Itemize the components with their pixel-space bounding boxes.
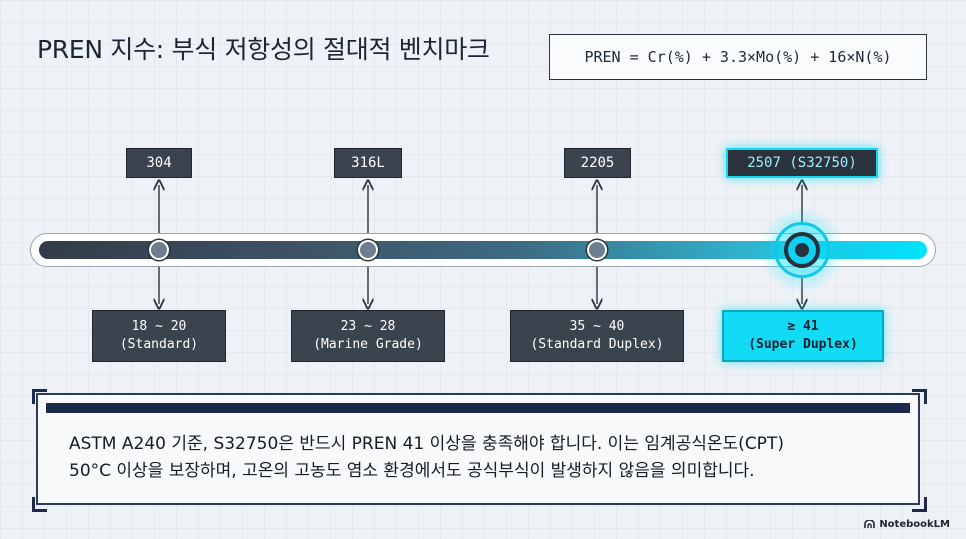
range-value: ≥ 41	[787, 319, 819, 334]
range-value: 23 ~ 28	[340, 319, 396, 334]
note-panel: ASTM A240 기준, S32750은 반드시 PREN 41 이상을 충족…	[36, 393, 920, 505]
range-category: (Marine Grade)	[313, 337, 423, 352]
grade-label-304: 304	[126, 148, 192, 178]
notebooklm-logo-icon	[864, 520, 876, 528]
timeline-node-316l	[358, 240, 378, 260]
note-line-1: ASTM A240 기준, S32750은 반드시 PREN 41 이상을 충족…	[69, 434, 784, 454]
grade-label-2507: 2507 (S32750)	[726, 148, 878, 178]
brand-name: NotebookLM	[879, 519, 950, 530]
range-category: (Super Duplex)	[748, 337, 858, 352]
pren-range-316l: 23 ~ 28 (Marine Grade)	[291, 310, 445, 362]
pren-formula-box: PREN = Cr(%) + 3.3×Mo(%) + 16×N(%)	[549, 34, 927, 80]
page-title: PREN 지수: 부식 저항성의 절대적 벤치마크	[37, 35, 490, 64]
grade-label-2205: 2205	[564, 148, 631, 178]
timeline-node-2205	[587, 240, 607, 260]
note-header-bar	[46, 403, 910, 413]
range-value: 35 ~ 40	[569, 319, 625, 334]
target-center-dot	[795, 243, 809, 257]
timeline-gradient-bar	[39, 241, 927, 259]
corner-bracket-bl	[32, 497, 47, 512]
note-line-2: 50°C 이상을 보장하며, 고온의 고농도 염소 환경에서도 공식부식이 발생…	[69, 461, 755, 481]
pren-range-2507: ≥ 41 (Super Duplex)	[722, 310, 884, 362]
corner-bracket-tl	[32, 389, 47, 404]
corner-bracket-br	[912, 497, 927, 512]
corner-bracket-tr	[912, 389, 927, 404]
timeline-node-304	[149, 240, 169, 260]
range-category: (Standard Duplex)	[530, 337, 664, 352]
brand-watermark: NotebookLM	[864, 519, 950, 530]
range-category: (Standard)	[119, 337, 199, 352]
pren-range-2205: 35 ~ 40 (Standard Duplex)	[510, 310, 684, 362]
pren-range-304: 18 ~ 20 (Standard)	[92, 310, 226, 362]
range-value: 18 ~ 20	[131, 319, 187, 334]
note-text: ASTM A240 기준, S32750은 반드시 PREN 41 이상을 충족…	[69, 431, 898, 485]
grade-label-316l: 316L	[334, 148, 402, 178]
